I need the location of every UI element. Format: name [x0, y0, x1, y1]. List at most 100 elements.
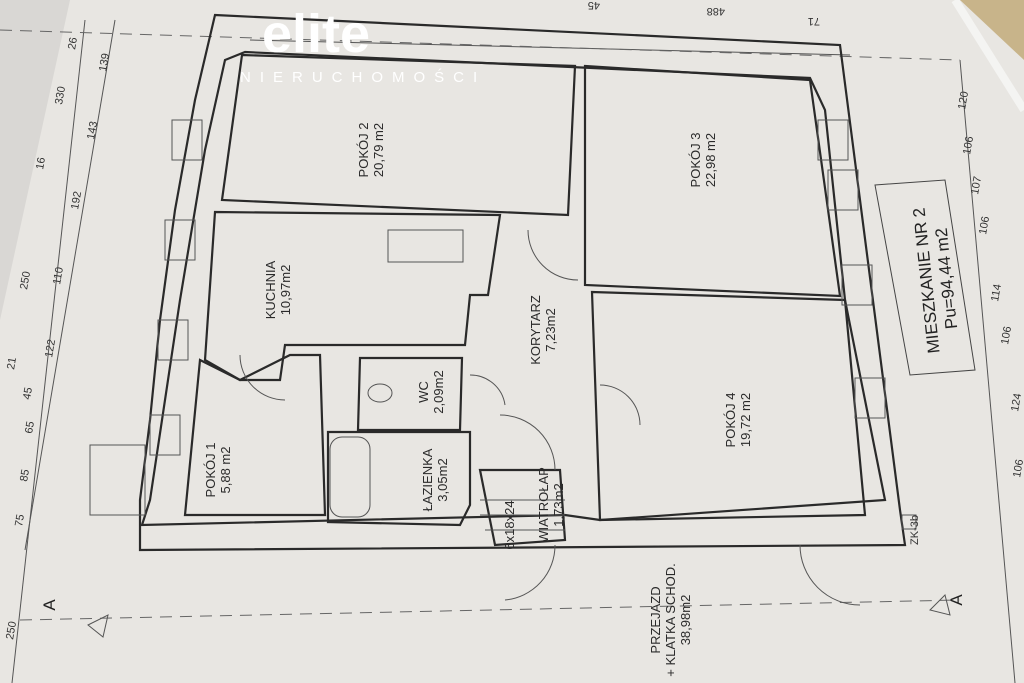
room-area: 10,97m2 [278, 265, 293, 316]
dimensions-left-outer: 26 330 16 250 21 45 65 85 75 250 [4, 36, 80, 640]
room-outline-wc [356, 356, 464, 432]
balcony-outline [89, 444, 146, 516]
outer-wall [138, 13, 907, 552]
dimension-value: 192 [69, 190, 84, 210]
dimension-value: 110 [51, 266, 66, 285]
label-przejazd: PRZEJAZD + KLATKA SCHOD. 38,98m2 [648, 563, 693, 677]
dimension-value: 75 [13, 513, 27, 527]
room-area: 7,23m2 [543, 308, 558, 351]
dimension-value: 71 [808, 15, 820, 27]
room-name: ŁAZIENKA [420, 448, 435, 511]
dimension-value: 65 [23, 420, 37, 434]
section-arrow-icon [87, 614, 109, 638]
door-arc [799, 544, 861, 606]
label-wiatrolap: WIATROŁAP 1,73m2 [536, 467, 566, 543]
door-arc [504, 544, 556, 601]
room-name: KORYTARZ [528, 295, 543, 365]
room-area: 19,72 m2 [738, 393, 753, 447]
dimension-value: 143 [85, 120, 100, 140]
dimension-value: 106 [1011, 458, 1024, 478]
stairs [480, 499, 565, 531]
label-pokoj-3: POKÓJ 3 22,98 m2 [688, 133, 718, 188]
dimension-value: 106 [977, 215, 992, 235]
dimension-value: 21 [5, 356, 19, 370]
room-area: 1,73m2 [551, 483, 566, 526]
section-marker-left: A [40, 599, 59, 611]
passage-name-2: + KLATKA SCHOD. [663, 563, 678, 677]
watermark-logo: elite [262, 4, 370, 64]
dimension-value: 250 [4, 620, 19, 640]
dimension-value: 106 [999, 325, 1014, 345]
section-line [19, 599, 961, 621]
room-outline-pokoj-1 [183, 353, 327, 517]
room-name: WIATROŁAP [536, 467, 551, 543]
room-outline-kuchnia [203, 210, 502, 382]
dimension-value: 250 [18, 270, 33, 290]
windows-right [817, 119, 886, 419]
dimension-line-right [959, 59, 1016, 683]
dimension-value: 139 [97, 52, 112, 72]
label-korytarz: KORYTARZ 7,23m2 [528, 295, 558, 365]
toilet-icon [367, 383, 393, 403]
room-area: 22,98 m2 [703, 133, 718, 187]
dimension-value: 120 [956, 90, 971, 110]
axis-line-top [0, 29, 961, 61]
room-outline-lazienka [326, 430, 472, 527]
dimensions-top: 45 488 71 [588, 0, 820, 27]
door-arc [469, 374, 506, 406]
door-arc [239, 354, 286, 401]
door-arc [599, 384, 641, 426]
dimension-value: 26 [66, 36, 80, 50]
dimension-value: 16 [34, 156, 48, 170]
bathtub-icon [329, 436, 371, 518]
stove-sink-icon [387, 229, 464, 263]
passage-area: 38,98m2 [678, 595, 693, 646]
watermark-subtitle: NIERUCHOMOŚCI [240, 68, 486, 86]
chimney-label: ZK-3b [909, 515, 921, 545]
room-name: POKÓJ 4 [723, 393, 738, 448]
room-outline-pokoj-4 [590, 290, 867, 522]
passage-name: PRZEJAZD [648, 586, 663, 653]
dimension-line-left-inner [24, 19, 116, 551]
dimension-value: 45 [588, 0, 600, 11]
door-arc [499, 414, 556, 471]
background-table [960, 0, 1024, 60]
room-name: POKÓJ 3 [688, 133, 703, 188]
dimension-value: 106 [961, 135, 976, 155]
dimension-value: 124 [1009, 392, 1024, 412]
dimension-value: 107 [969, 175, 984, 195]
dimension-value: 330 [53, 85, 68, 105]
dimensions-right: 120 106 107 106 114 106 124 106 [956, 90, 1024, 478]
dimensions-left-inner: 139 143 192 110 122 [43, 52, 112, 358]
dimension-value: 488 [707, 5, 725, 17]
windows-left [149, 119, 203, 456]
stairs-label: 6x18x24 [502, 500, 517, 549]
room-area: 2,09m2 [431, 370, 446, 413]
room-name: POKÓJ 2 [356, 123, 371, 178]
section-marker-right: A [947, 594, 966, 606]
dimension-value: 114 [989, 283, 1004, 302]
room-name: KUCHNIA [263, 260, 278, 319]
label-pokoj-4: POKÓJ 4 19,72 m2 [723, 393, 753, 448]
dimension-value: 85 [18, 468, 32, 482]
room-name: POKÓJ 1 [203, 443, 218, 498]
room-area: 5,88 m2 [218, 447, 233, 494]
label-kuchnia: KUCHNIA 10,97m2 [263, 260, 293, 319]
section-arrow-icon [929, 594, 951, 616]
room-outline-pokoj-3 [583, 64, 842, 298]
room-name: WC [416, 381, 431, 403]
dimension-line-left-outer [11, 19, 86, 683]
room-outline-pokoj-2 [220, 53, 577, 217]
apartment-summary-box [874, 179, 976, 376]
dimension-value: 45 [21, 386, 35, 400]
label-wc: WC 2,09m2 [416, 370, 446, 413]
binder-edge [951, 0, 1024, 113]
label-pokoj-1: POKÓJ 1 5,88 m2 [203, 443, 233, 498]
room-area: 20,79 m2 [371, 123, 386, 177]
chimney-icon [901, 514, 917, 530]
door-arc [527, 229, 579, 281]
label-lazienka: ŁAZIENKA 3,05m2 [420, 448, 450, 511]
room-outline-wiatrolap [478, 468, 567, 547]
